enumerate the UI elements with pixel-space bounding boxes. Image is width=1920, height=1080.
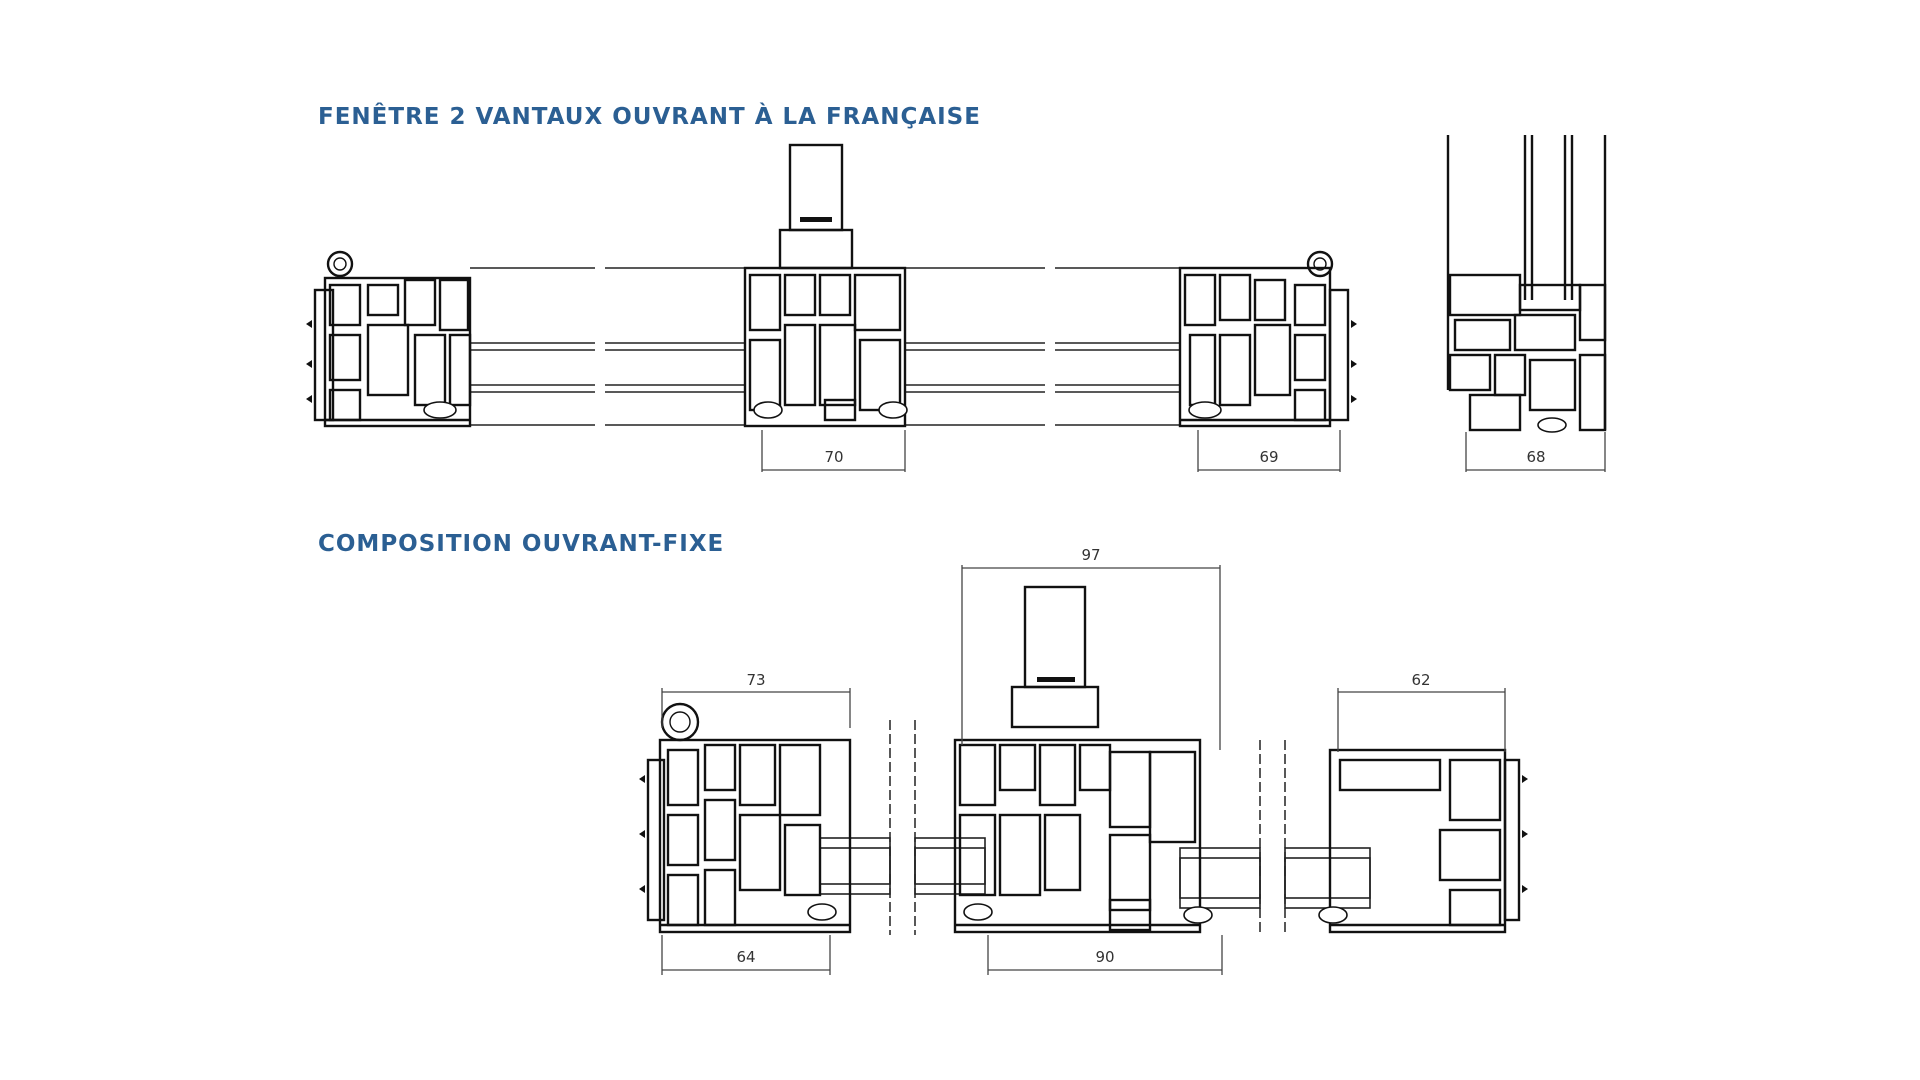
dimension-label-97: 97 — [1081, 546, 1100, 564]
central-mullion-profile — [743, 143, 908, 428]
dimension-62: 62 — [1337, 671, 1506, 752]
right-fixed-frame-profile — [1318, 748, 1528, 934]
dimension-90: 90 — [987, 935, 1223, 975]
dimension-label-69: 69 — [1259, 448, 1278, 466]
opening-fixed-composition: 73 64 97 90 62 — [639, 546, 1528, 975]
break-lines — [889, 720, 1286, 935]
vertical-side-section: 68 — [1446, 135, 1607, 472]
left-sash-profile — [639, 702, 852, 934]
dimension-label-64: 64 — [736, 948, 755, 966]
glazing-lines — [470, 267, 1180, 426]
left-frame-profile — [306, 250, 472, 428]
dimension-label-68: 68 — [1526, 448, 1545, 466]
dimension-label-73: 73 — [746, 671, 765, 689]
central-opening-fixed-mullion — [953, 585, 1213, 934]
glazing-units — [819, 837, 1371, 909]
dimension-label-90: 90 — [1095, 948, 1114, 966]
dimension-label-62: 62 — [1411, 671, 1430, 689]
two-leaf-window-section: 70 69 — [306, 143, 1357, 472]
dimension-68: 68 — [1465, 432, 1606, 472]
dimension-97: 97 — [961, 546, 1221, 750]
dimension-64: 64 — [661, 935, 831, 975]
right-frame-profile — [1178, 250, 1357, 428]
dimension-70: 70 — [761, 430, 906, 472]
section-title-two-leaf-window: FENÊTRE 2 VANTAUX OUVRANT À LA FRANÇAISE — [318, 104, 981, 130]
dimension-label-70: 70 — [824, 448, 843, 466]
dimension-73: 73 — [661, 671, 851, 728]
dimension-69: 69 — [1197, 430, 1341, 472]
section-title-opening-fixed-composition: COMPOSITION OUVRANT-FIXE — [318, 531, 725, 557]
